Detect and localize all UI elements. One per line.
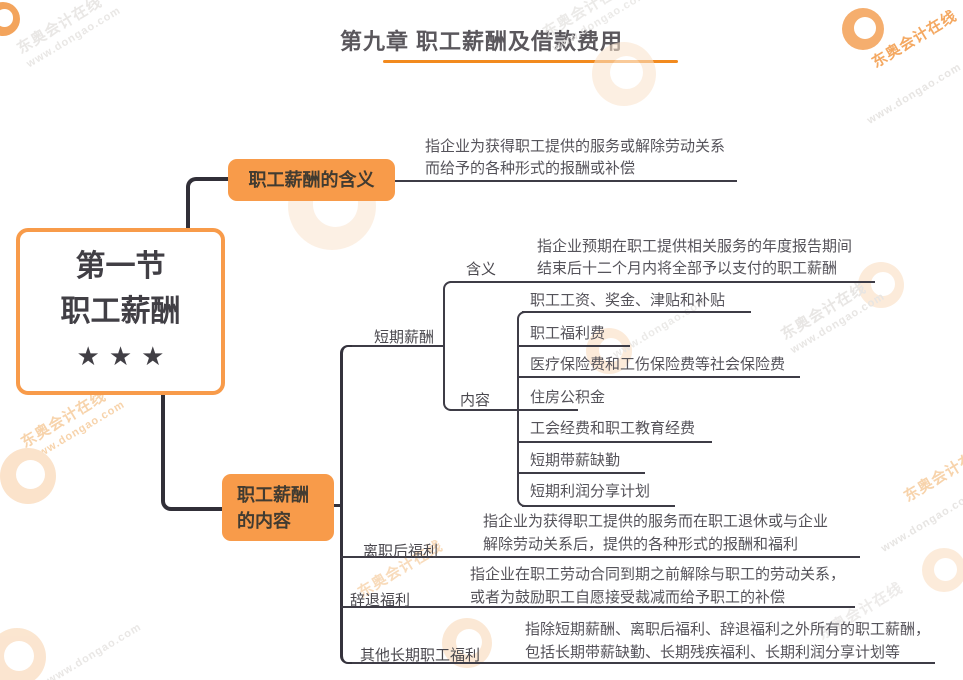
connector-root-to-content [161,391,228,511]
short-term-children-bracket [443,281,455,411]
content-branch-label-line2: 的内容 [237,511,291,531]
content-item-6: 短期带薪缺勤 [530,452,621,469]
termination-desc-line2: 或者为鼓励职工自愿接受裁减而给予职工的补偿 [470,589,786,606]
content-item-5-line [517,441,712,443]
termination-label: 辞退福利 [350,592,411,609]
watermark: www.dongao.com [878,487,963,555]
post-employment-label: 离职后福利 [363,543,439,560]
meaning-sub-desc-line1: 指企业预期在职工提供相关服务的年度报告期间 [537,238,853,255]
title-underline [383,60,678,63]
content-item-1-line [522,311,751,313]
watermark-url: www.dongao.com [788,290,888,357]
content-item-7-line [522,505,675,507]
importance-stars: ★★★ [76,341,174,371]
meaning-node-line [395,180,737,182]
meaning-sub-node-line [450,281,875,283]
other-long-term-node-line [352,662,935,664]
meaning-sub-label: 含义 [466,261,497,278]
trunk-stub [333,504,342,507]
watermark-url: www.dongao.com [45,620,144,680]
meaning-desc-line2: 而给予的各种形式的报酬或补偿 [425,160,636,177]
post-employment-desc-line1: 指企业为获得职工提供的服务而在职工退休或与企业 [483,513,829,530]
short-term-label: 短期薪酬 [374,329,435,346]
other-long-term-desc-line1: 指除短期薪酬、离职后福利、辞退福利之外所有的职工薪酬， [525,621,931,638]
root-line2: 职工薪酬 [60,295,181,328]
short-term-node-line [352,345,445,347]
content-items-bracket [517,311,529,507]
post-employment-desc-line2: 解除劳动关系后，提供的各种形式的报酬和福利 [483,536,799,553]
watermark-url: www.dongao.com [879,488,963,555]
watermark: www.dongao.com [44,619,144,680]
content-trunk-bracket [340,345,354,664]
content-item-4: 住房公积金 [530,389,606,406]
content-sub-node-line [450,409,578,411]
watermark-url: www.dongao.com [28,398,128,465]
dongao-logo-icon [858,262,904,308]
watermark: 东奥会计在线 [899,439,963,506]
watermark-url: www.dongao.com [865,60,963,127]
content-item-6-line [517,472,645,474]
post-employment-node-line [341,556,860,558]
watermark: 东奥会计在线 www.dongao.com [777,271,887,356]
meaning-sub-desc-line2: 结束后十二个月内将全部予以支付的职工薪酬 [537,260,838,277]
node-content-branch: 职工薪酬 的内容 [222,474,334,541]
dongao-logo-icon [0,628,46,680]
node-meaning-branch: 职工薪酬的含义 [228,159,395,201]
termination-desc-line1: 指企业在职工劳动合同到期之前解除与职工的劳动关系， [470,566,846,583]
content-item-2-line [517,345,630,347]
other-long-term-label: 其他长期职工福利 [360,647,481,664]
content-sub-label: 内容 [460,392,491,409]
root-node: 第一节 职工薪酬 ★★★ [16,228,225,395]
connector-root-to-meaning [186,177,234,237]
content-item-1: 职工工资、奖金、津贴和补贴 [530,292,726,309]
meaning-desc-line1: 指企业为获得职工提供的服务或解除劳动关系 [425,138,726,155]
content-item-3: 医疗保险费和工伤保险费等社会保险费 [530,356,786,373]
other-long-term-desc-line2: 包括长期带薪缺勤、长期残疾福利、长期利润分享计划等 [525,644,901,661]
page-title: 第九章 职工薪酬及借款费用 [339,29,624,54]
content-item-5: 工会经费和职工教育经费 [530,420,696,437]
root-line1: 第一节 [75,250,166,283]
dongao-logo-icon [0,448,56,504]
watermark-brand: 东奥会计在线 [900,441,963,506]
content-item-3-line [517,376,800,378]
content-item-7: 短期利润分享计划 [530,483,651,500]
content-item-2: 职工福利费 [530,325,606,342]
termination-node-line [341,606,855,608]
content-branch-label-line1: 职工薪酬 [237,485,309,505]
watermark: www.dongao.com [864,59,963,127]
dongao-logo-icon [922,548,963,592]
